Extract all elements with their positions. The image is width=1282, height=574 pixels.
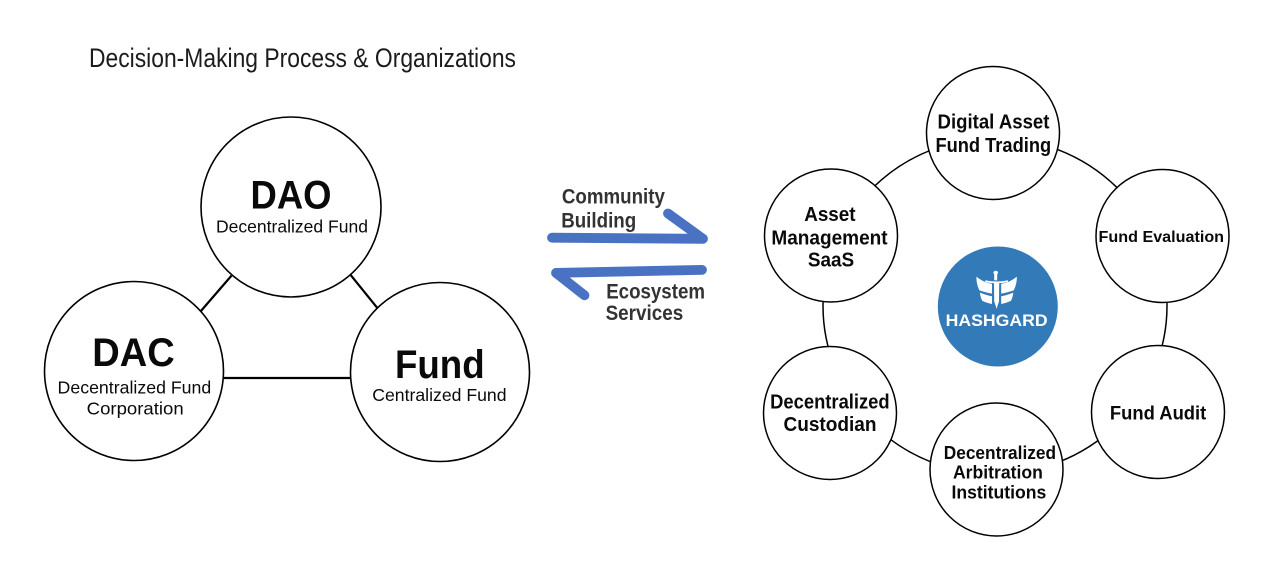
svg-text:Fund Evaluation: Fund Evaluation <box>1099 229 1225 246</box>
svg-text:Services: Services <box>606 302 684 325</box>
svg-text:Corporation: Corporation <box>87 399 184 419</box>
svg-text:SaaS: SaaS <box>808 250 854 272</box>
svg-text:Management: Management <box>771 227 888 249</box>
svg-text:DAO: DAO <box>251 174 332 218</box>
svg-text:Ecosystem: Ecosystem <box>606 280 705 303</box>
svg-text:Decision-Making Process & Orga: Decision-Making Process & Organizations <box>89 43 516 73</box>
svg-text:Fund Audit: Fund Audit <box>1110 403 1207 425</box>
svg-text:Building: Building <box>561 210 636 233</box>
svg-text:HASHGARD: HASHGARD <box>946 311 1048 330</box>
svg-text:Centralized Fund: Centralized Fund <box>372 385 506 405</box>
svg-text:DAC: DAC <box>92 331 174 375</box>
svg-text:Community: Community <box>562 185 665 208</box>
svg-text:Arbitration: Arbitration <box>953 462 1043 482</box>
svg-text:Fund Trading: Fund Trading <box>935 135 1051 157</box>
svg-text:Decentralized Fund: Decentralized Fund <box>216 217 368 237</box>
svg-text:Digital Asset: Digital Asset <box>938 112 1050 134</box>
svg-text:Asset: Asset <box>804 204 856 226</box>
svg-text:Custodian: Custodian <box>783 414 876 436</box>
svg-text:Decentralized Fund: Decentralized Fund <box>58 378 212 398</box>
svg-text:Decentralized: Decentralized <box>944 443 1056 463</box>
svg-text:Institutions: Institutions <box>952 483 1047 503</box>
svg-text:Fund: Fund <box>395 343 485 387</box>
svg-text:Decentralized: Decentralized <box>770 392 890 414</box>
